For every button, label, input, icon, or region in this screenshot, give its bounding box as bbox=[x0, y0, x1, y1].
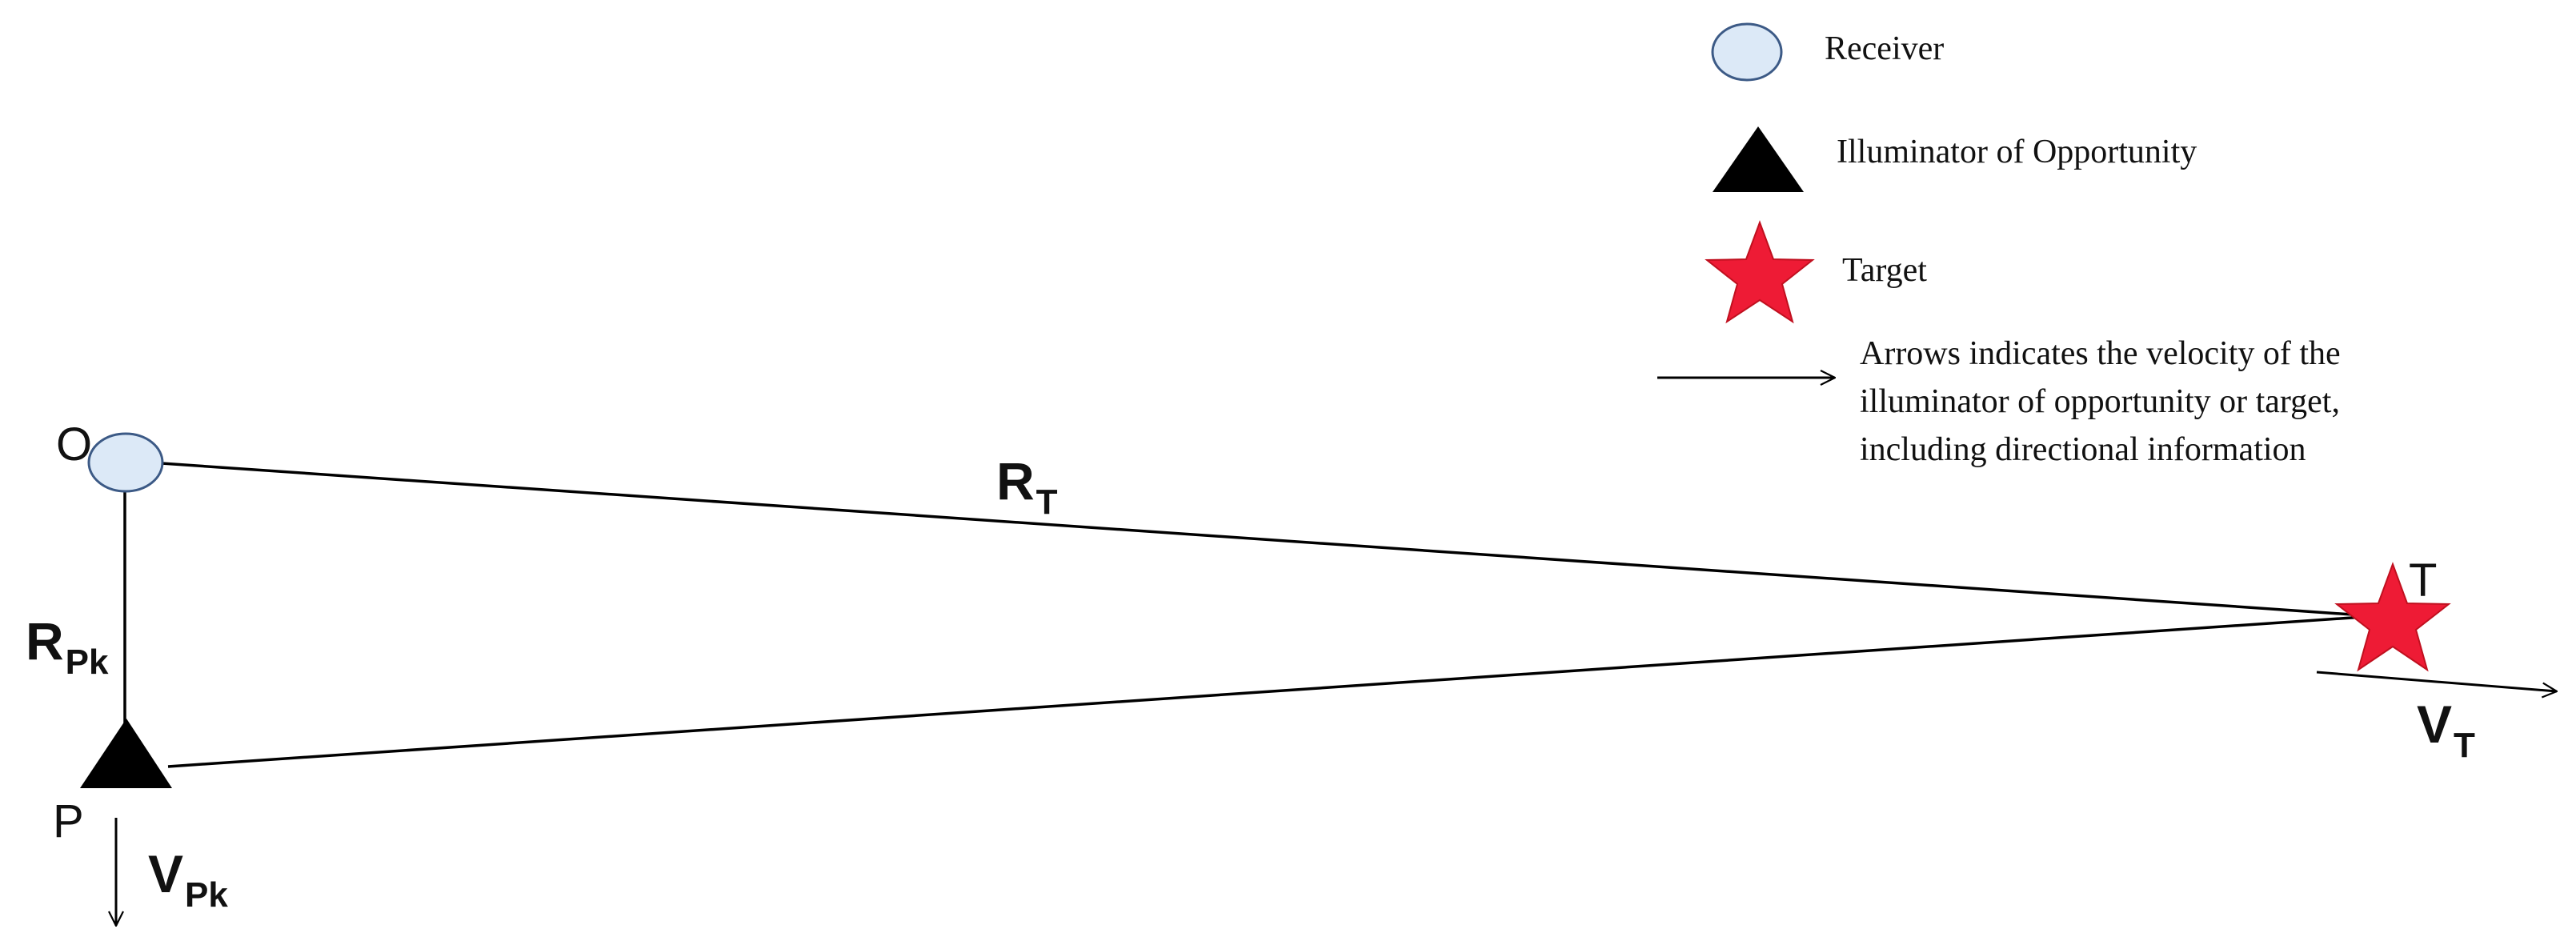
vt-label: VT bbox=[2417, 695, 2475, 765]
legend-target-label: Target bbox=[1842, 252, 1927, 289]
illuminator-point-label: P bbox=[53, 795, 84, 847]
rt-label: RT bbox=[996, 451, 1058, 522]
receiver-point-label: O bbox=[56, 418, 92, 470]
rpk-label: RPk bbox=[26, 611, 109, 682]
geometry-lines bbox=[123, 462, 2376, 768]
illuminator-icon bbox=[80, 719, 172, 788]
vt-label-main: V bbox=[2417, 695, 2452, 754]
legend-receiver-icon bbox=[1711, 22, 1783, 82]
illuminator-target-line bbox=[167, 615, 2376, 768]
rpk-label-main: R bbox=[26, 611, 64, 671]
legend: Receiver Illuminator of Opportunity Targ… bbox=[1657, 22, 2341, 468]
legend-star-icon bbox=[1705, 220, 1815, 324]
vpk-label: VPk bbox=[148, 844, 228, 915]
vpk-label-main: V bbox=[148, 844, 183, 903]
receiver-icon bbox=[87, 432, 164, 493]
vt-label-sub: T bbox=[2454, 726, 2475, 765]
legend-arrow-line-3: including directional information bbox=[1860, 431, 2306, 468]
receiver-target-line bbox=[161, 462, 2376, 618]
legend-arrow-line-1: Arrows indicates the velocity of the bbox=[1860, 335, 2341, 372]
rpk-label-sub: Pk bbox=[66, 643, 109, 682]
rt-label-main: R bbox=[996, 451, 1035, 511]
vpk-label-sub: Pk bbox=[185, 875, 228, 915]
target-star-icon bbox=[2334, 562, 2451, 672]
legend-receiver-label: Receiver bbox=[1825, 30, 1944, 67]
legend-arrow-line-2: illuminator of opportunity or target, bbox=[1860, 383, 2340, 420]
target-point-label: T bbox=[2409, 555, 2437, 607]
rt-label-sub: T bbox=[1036, 483, 1058, 522]
legend-illuminator-label: Illuminator of Opportunity bbox=[1837, 134, 2197, 170]
target-velocity-arrow bbox=[2316, 671, 2557, 691]
legend-illuminator-icon bbox=[1713, 126, 1804, 192]
